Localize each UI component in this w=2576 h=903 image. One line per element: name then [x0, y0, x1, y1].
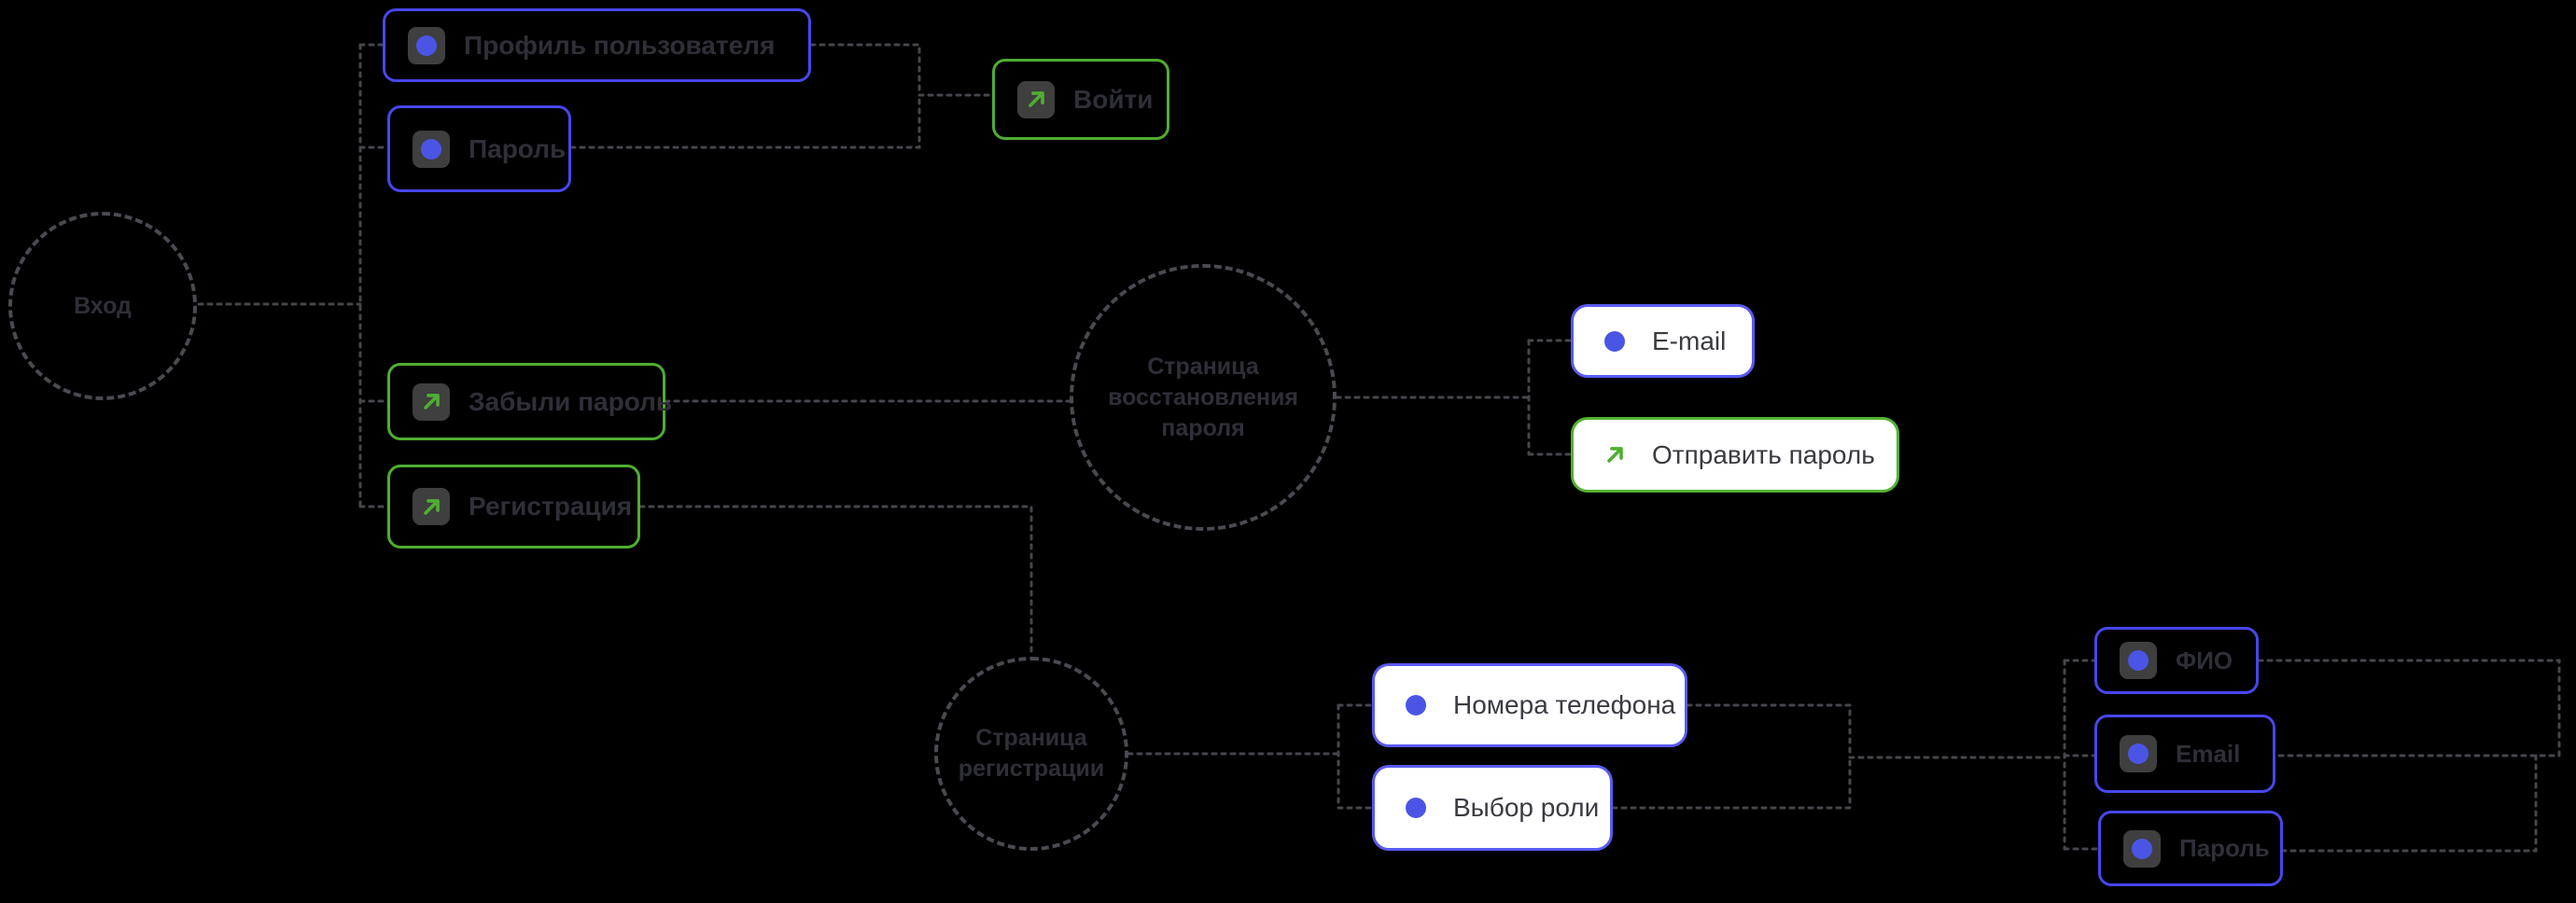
node-label: Профиль пользователя [464, 30, 776, 60]
page-label: пароля [1161, 414, 1245, 441]
connector [569, 93, 921, 149]
node-registration-page[interactable]: Страница регистрации [934, 657, 1128, 851]
field-dot-icon [2120, 642, 2157, 679]
field-dot-icon [2123, 829, 2161, 868]
node-user-profile-field[interactable]: Профиль пользователя [383, 8, 811, 82]
node-label: Пароль [2179, 834, 2270, 862]
field-dot-icon [2120, 735, 2157, 772]
field-dot-icon [408, 26, 445, 64]
node-password-reg-field[interactable]: Пароль [2098, 811, 2283, 886]
page-label: Страница [1147, 353, 1259, 380]
node-role-select-field[interactable]: Выбор роли [1372, 765, 1613, 851]
field-dot-icon [413, 130, 450, 168]
node-label: Регистрация [469, 492, 633, 521]
connector [809, 43, 994, 97]
field-dot-icon [1397, 789, 1435, 827]
external-link-arrow-icon [413, 382, 450, 421]
connector [638, 505, 1033, 658]
page-label: восстановления [1108, 383, 1298, 410]
node-phone-numbers-field[interactable]: Номера телефона [1372, 663, 1687, 747]
node-password-field[interactable]: Пароль [387, 105, 571, 192]
external-link-arrow-icon [1596, 437, 1633, 474]
node-email-reg-field[interactable]: Email [2094, 715, 2275, 793]
connector [2257, 659, 2561, 757]
external-link-arrow-icon [413, 488, 450, 525]
page-label: регистрации [958, 756, 1105, 782]
field-dot-icon [1397, 687, 1435, 724]
node-label: Забыли пароль [469, 386, 673, 416]
connector [1611, 756, 1852, 810]
node-login-page[interactable]: Вход [8, 212, 197, 400]
field-dot-icon [1596, 323, 1633, 360]
node-label: Войти [1073, 84, 1154, 114]
page-label: Страница [975, 725, 1087, 751]
node-registration-link[interactable]: Регистрация [387, 465, 640, 549]
node-forgot-password-link[interactable]: Забыли пароль [387, 363, 672, 440]
node-label: E-mail [1652, 326, 1727, 355]
node-email-field[interactable]: E-mail [1571, 304, 1755, 378]
node-full-name-field[interactable]: ФИО [2094, 627, 2259, 694]
connector [2281, 754, 2538, 853]
node-label: Пароль [469, 133, 567, 163]
node-send-password-action[interactable]: Отправить пароль [1571, 417, 1899, 493]
page-label: Вход [74, 292, 132, 319]
external-link-arrow-icon [1017, 80, 1055, 118]
node-password-recovery-page[interactable]: Страница восстановления пароля [1070, 264, 1337, 531]
node-label: Номера телефона [1453, 690, 1676, 719]
node-label: Email [2176, 739, 2241, 768]
connector [1686, 703, 1852, 759]
node-login-button[interactable]: Войти [992, 59, 1169, 140]
node-label: Отправить пароль [1652, 439, 1875, 469]
node-label: ФИО [2176, 646, 2233, 674]
node-label: Выбор роли [1453, 793, 1600, 822]
